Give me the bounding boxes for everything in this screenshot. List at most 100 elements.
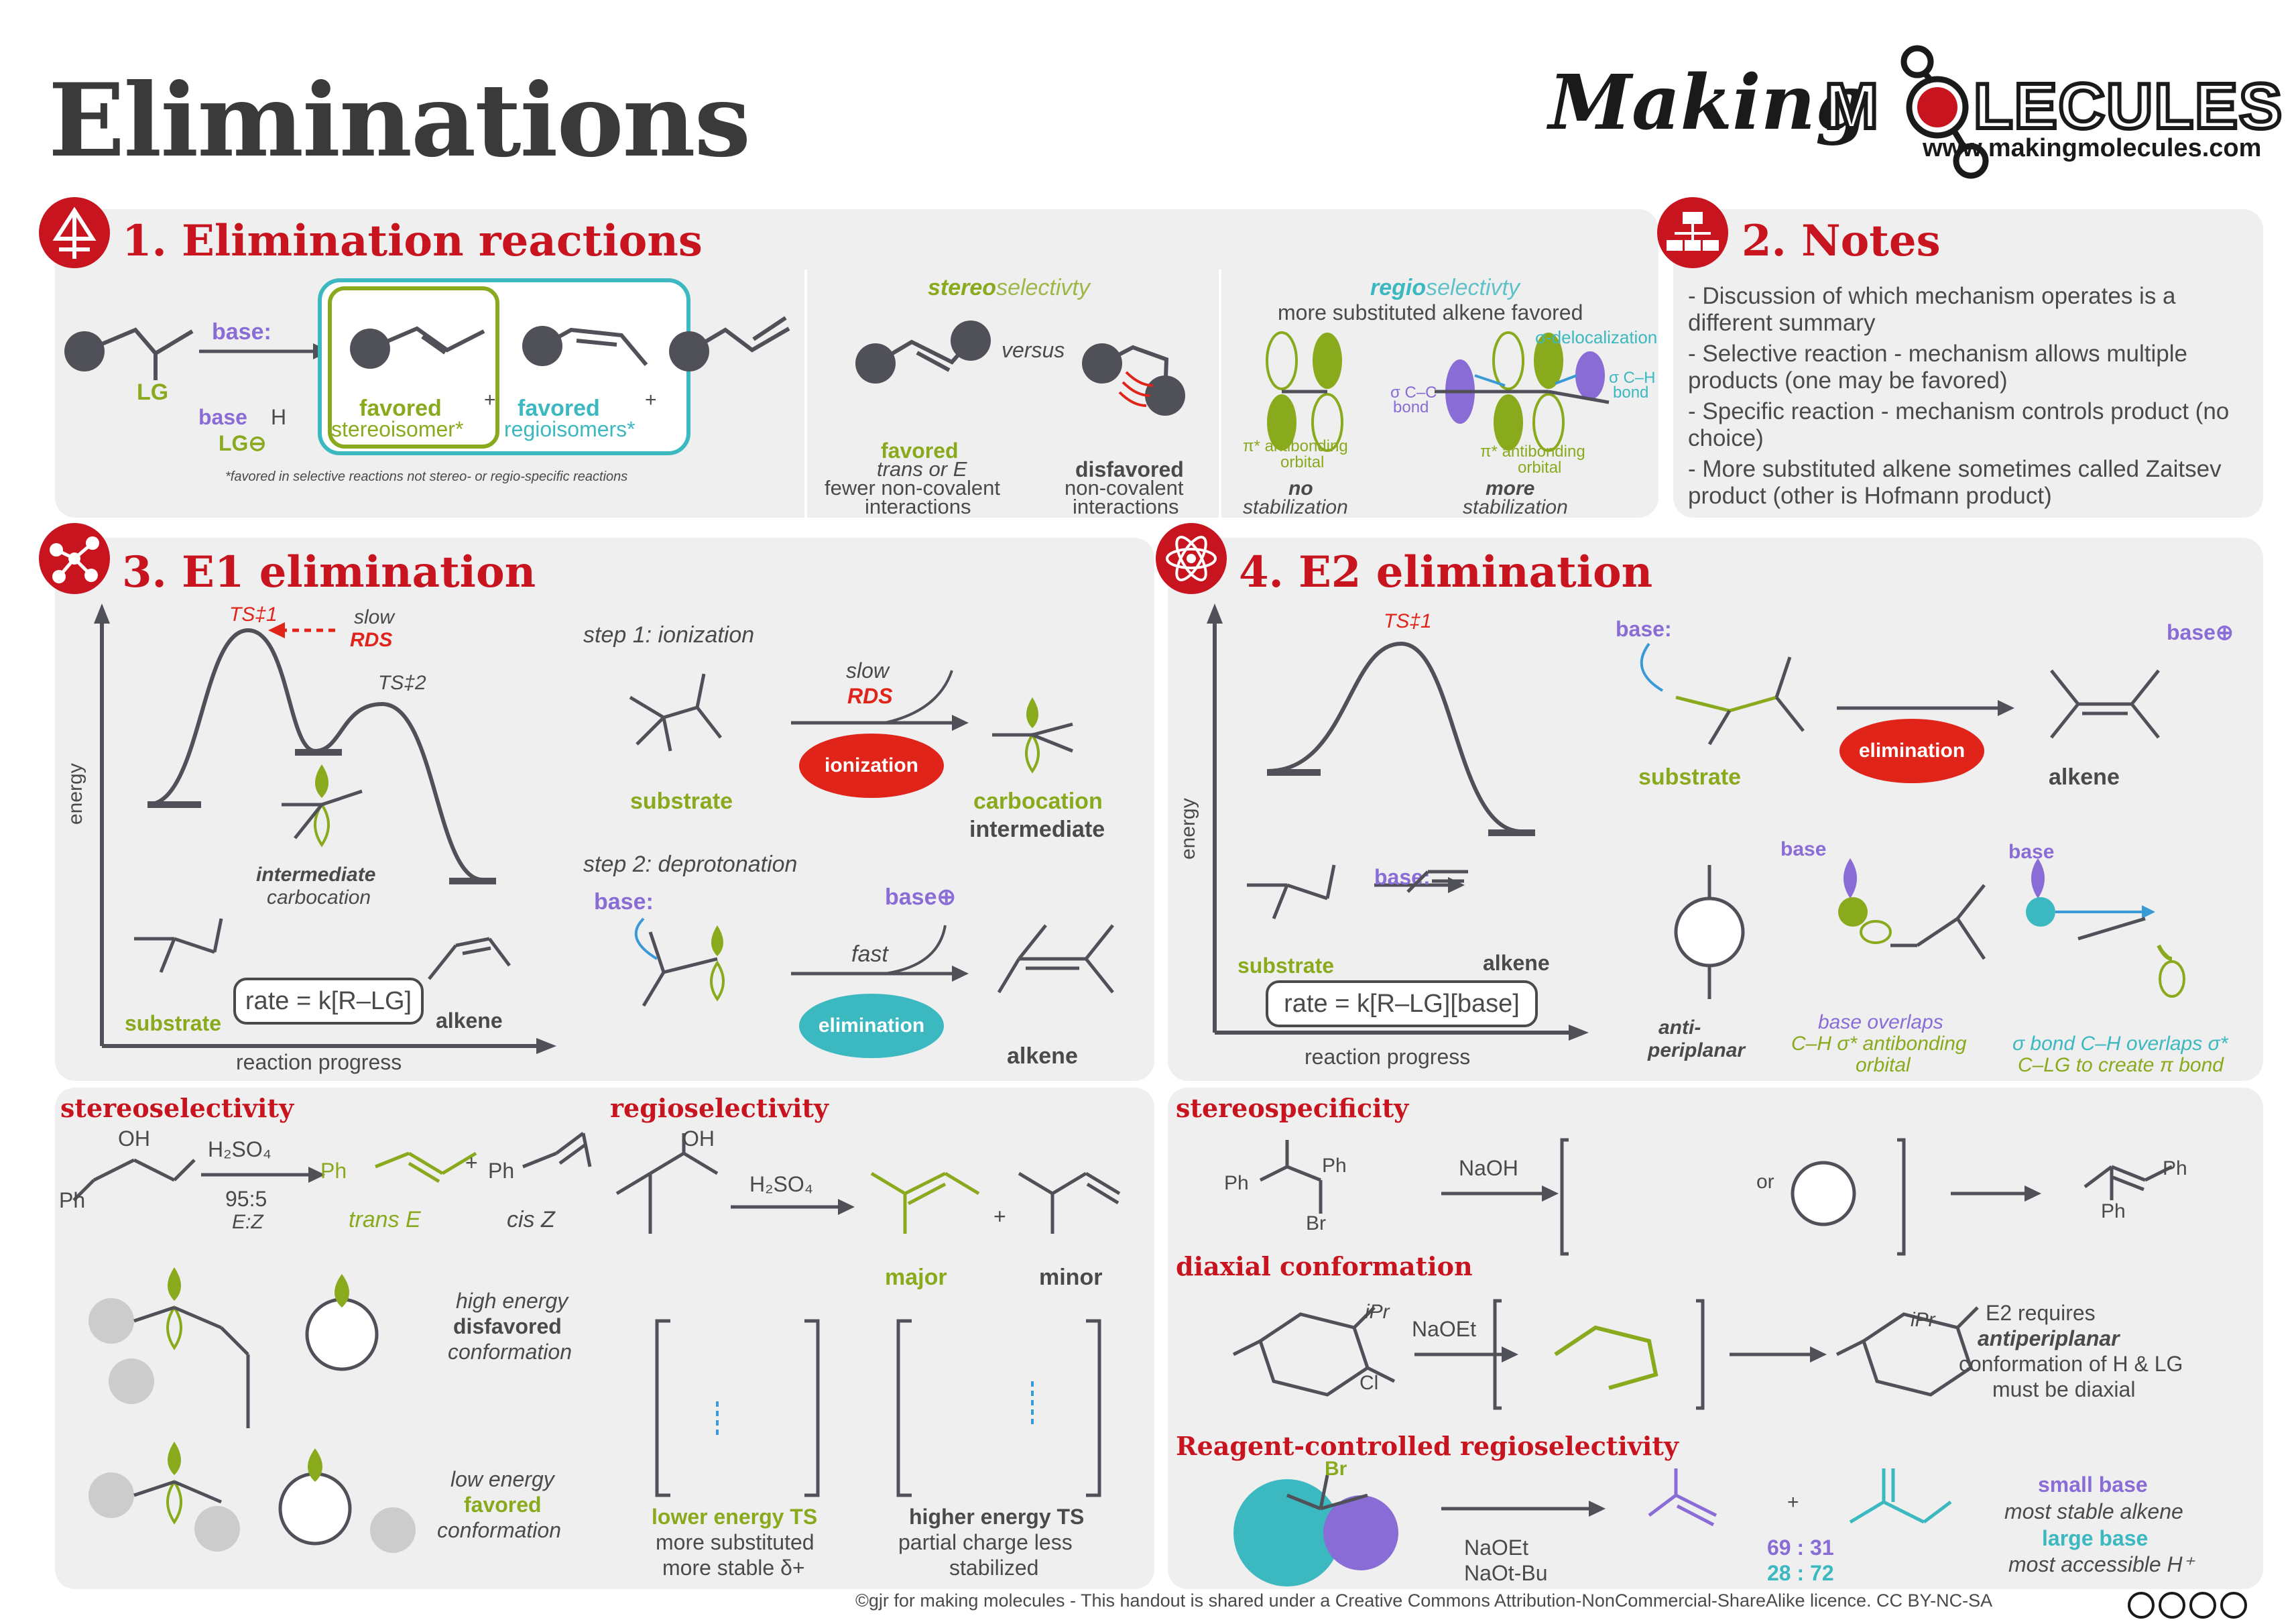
conformation1: conformation: [448, 1340, 572, 1364]
e1-carbocation: carbocation: [267, 886, 371, 909]
e1-regioselectivity-title: regioselectivity: [610, 1093, 829, 1123]
stereo-heading: stereoselectivty: [928, 275, 1090, 300]
orbital-diagram: [1266, 331, 1610, 452]
ratio-2: 28 : 72: [1767, 1561, 1834, 1585]
s1-base-h: base: [198, 405, 247, 429]
diaxial-title: diaxial conformation: [1176, 1251, 1473, 1281]
e2-alkene-label: alkene: [2049, 764, 2120, 790]
stereospecificity-scheme: [1259, 1138, 2173, 1256]
e2-req1: E2 requires: [1986, 1301, 2096, 1325]
note-item: - More substituted alkene sometimes call…: [1688, 456, 2222, 509]
e1-h2so4-1: H₂SO₄: [208, 1137, 271, 1161]
e1-substrate2: substrate: [630, 789, 733, 814]
hierarchy-icon: [1657, 197, 1728, 268]
tree-icon: [39, 197, 110, 268]
e1-ph3: Ph: [488, 1159, 515, 1183]
s1-plus1: +: [484, 389, 496, 411]
e2-substrate-small: [1247, 864, 1468, 919]
e1-intermediate: intermediate: [256, 864, 376, 886]
sigma-delocalization-label: σ-delocalization: [1535, 327, 1658, 347]
conformation2: conformation: [437, 1518, 561, 1542]
pi-orbital-1: orbital: [1280, 453, 1325, 471]
s1-stereoisomer: stereoisomer*: [331, 417, 464, 441]
ss-ph2: Ph: [1322, 1155, 1347, 1177]
section4-title: 4. E2 elimination: [1239, 547, 1653, 597]
stereo-disfavored: disfavored: [1075, 457, 1184, 481]
reagent-controlled-title: Reagent-controlled regioselectivity: [1176, 1431, 1679, 1461]
sigma-ch-label: σ C–H: [1609, 369, 1656, 387]
stabilized: stabilized: [949, 1556, 1039, 1580]
e2-rate-law: rate = k[R–LG][base]: [1266, 980, 1538, 1027]
s1-regioisomers: regioisomers*: [504, 417, 636, 441]
no-stab-label: stabilization: [1243, 496, 1348, 518]
pi-orbital-2: orbital: [1518, 459, 1562, 477]
e2-ts1: TS‡1: [1384, 610, 1432, 632]
e1-rate-law: rate = k[R–LG]: [233, 978, 424, 1025]
e2-reaction-progress: reaction progress: [1305, 1045, 1471, 1069]
stereo-favored-sub1: trans or E: [877, 457, 967, 481]
e1-step2: step 2: deprotonation: [583, 852, 798, 877]
e2-energy-axis: energy: [1177, 798, 1199, 860]
ss-product-ph2: Ph: [2101, 1200, 2126, 1222]
e1-ratio: 95:5: [225, 1187, 267, 1211]
s1-plus2: +: [645, 389, 657, 411]
e1-energy-axis: energy: [64, 763, 86, 825]
e2-base2: base:: [1616, 617, 1672, 641]
naoet-label: NaOEt: [1412, 1317, 1477, 1341]
e1-ts1: TS‡1: [229, 603, 278, 626]
e1-oh2: OH: [682, 1126, 715, 1151]
stereospecificity-title: stereospecificity: [1176, 1093, 1409, 1123]
stereo-favored: favored: [881, 439, 959, 463]
e1-regio-scheme: [615, 1133, 1121, 1234]
large-base: large base: [2042, 1526, 2149, 1550]
disfavored-label: disfavored: [453, 1314, 562, 1338]
sigma-cc-label: σ C–C: [1390, 384, 1437, 402]
e1-ez: E:Z: [232, 1211, 263, 1233]
pi-antibonding-1: π* antibonding: [1243, 437, 1348, 455]
stereo-favored-sub2: fewer non-covalent: [825, 476, 1000, 500]
ch-sigma: C–H σ* antibonding: [1791, 1033, 1967, 1055]
naotbu-label: NaOt-Bu: [1464, 1561, 1548, 1585]
footer-credit: ©gjr for making molecules - This handout…: [855, 1590, 1993, 1611]
brand-url[interactable]: www.makingmolecules.com: [1923, 134, 2262, 162]
elimination-pill: elimination: [799, 994, 944, 1058]
stereo-disfavored-sub1: non-covalent: [1065, 476, 1184, 500]
e2-base4: base: [2008, 841, 2055, 863]
s1-footnote: *favored in selective reactions not ster…: [225, 469, 628, 484]
brand-making: Making: [1549, 59, 1868, 147]
e2-req4: must be diaxial: [1992, 1377, 2136, 1401]
e1-ts2: TS‡2: [378, 672, 426, 694]
network-icon: [39, 523, 110, 594]
or-label: or: [1756, 1171, 1774, 1193]
ss-ph1: Ph: [1224, 1172, 1249, 1194]
high-energy: high energy: [456, 1289, 568, 1313]
e1-carbocation-label: carbocation: [973, 789, 1103, 814]
sigma-bond-overlaps: σ bond C–H overlaps σ*: [2012, 1033, 2228, 1055]
s1-base-label: base:: [212, 319, 271, 345]
regio-heading: regioselectivty: [1370, 275, 1520, 300]
pi-antibonding-2: π* antibonding: [1480, 443, 1585, 461]
section1-title: 1. Elimination reactions: [122, 216, 703, 266]
favored-label: favored: [464, 1493, 542, 1517]
e1-energy-diagram: [94, 603, 556, 1054]
reagent-scheme: [1233, 1468, 1952, 1586]
note-item: - Discussion of which mechanism operates…: [1688, 283, 2176, 336]
stereo-disfavored-sub2: interactions: [1073, 495, 1179, 518]
e1-step1-scheme: [629, 670, 1073, 774]
e1-minor: minor: [1039, 1265, 1103, 1290]
e1-plus: +: [465, 1151, 478, 1175]
stereo-alkenes: [855, 321, 1185, 416]
e1-alkene: alkene: [436, 1008, 503, 1033]
cc-icon: [2128, 1592, 2155, 1619]
most-accessible-h: most accessible H⁺: [2008, 1552, 2194, 1576]
e1-ph2: Ph: [320, 1159, 347, 1183]
e2-orbital-scheme: [1674, 858, 2185, 999]
e2-req2: antiperiplanar: [1978, 1326, 2120, 1350]
e2-energy-diagram: [1207, 603, 1589, 1041]
section-notes: [1673, 209, 2263, 518]
e1-stereo-scheme: [72, 1132, 592, 1202]
lower-ts: lower energy TS: [652, 1505, 818, 1529]
s1-favored-regio: favored: [518, 396, 600, 421]
no-stab: no: [1288, 477, 1313, 500]
e1-trans-e: trans E: [349, 1207, 421, 1232]
